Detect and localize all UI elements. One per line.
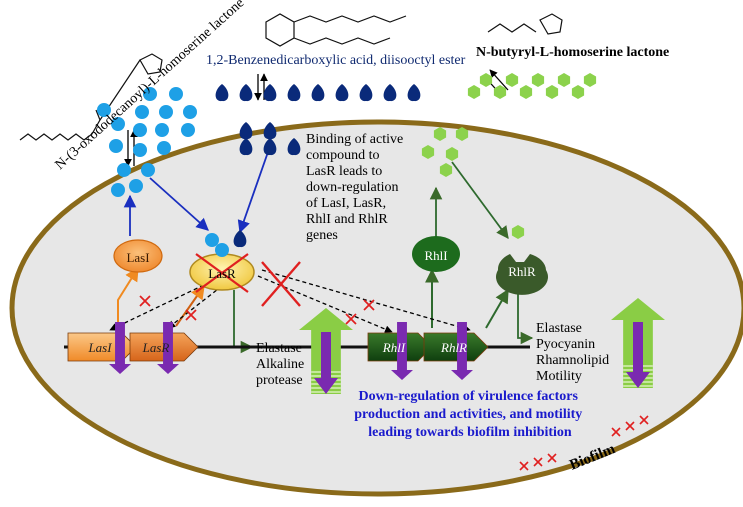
compound-molecule [215,84,229,102]
gene-rhlI-label: RhlI [382,340,406,355]
ohsl-molecule [141,163,155,177]
compound-molecule [287,138,301,156]
ester-structure [265,13,407,47]
bhl-molecule [445,147,459,161]
conclusion-text: Down-regulation of virulence factors pro… [354,389,586,440]
ohsl-molecule [215,243,229,257]
gene-lasR-label: LasR [142,340,170,355]
compound-molecule [383,84,397,102]
ohsl-structure [19,53,163,141]
arrow-bhl-to-rhlR [451,161,509,240]
bhl-molecule [571,85,585,99]
ohsl-molecule [133,143,147,157]
lasR-protein-label: LasR [208,266,236,281]
bhl-molecule [505,73,519,87]
bhl-molecule [455,127,469,141]
rhlI-protein-label: RhlI [424,248,447,263]
arrow-rhlR-gene-to-protein [485,288,509,329]
bhl-molecule [433,127,447,141]
ohsl-molecule [111,117,125,131]
lasI-expression-down-arrow [109,322,131,374]
compound-molecule [407,84,421,102]
lasR-expression-down-arrow [157,322,179,374]
arrow-ohsl-to-lasR [149,177,209,231]
ohsl-molecule [97,103,111,117]
ohsl-molecule [133,123,147,137]
gene-lasI-label: LasI [87,340,112,355]
lasR-protein-cross [195,253,249,293]
ohsl-molecule [205,233,219,247]
lasI-protein-label: LasI [126,250,149,265]
binding-note: Binding of active compound to LasR leads… [306,132,407,243]
bhl-molecule [557,73,571,87]
rhlR-expression-down-arrow [451,322,473,380]
ohsl-molecule [169,87,183,101]
cell-membrane [9,119,743,497]
ohsl-molecule [159,105,173,119]
rhl-virulence-factors: Elastase Pyocyanin Rhamnolipid Motility [536,321,613,384]
bhl-molecule [583,73,597,87]
ohsl-molecule [181,123,195,137]
bhl-molecule [439,163,453,177]
bhl-molecule [467,85,481,99]
las-factor-arrow-decrease [314,332,338,394]
gene-rhlR-label: RhlR [440,340,467,355]
ohsl-molecule [135,105,149,119]
lasI-protein [113,239,163,273]
arrow-compound-to-lasR [237,151,269,234]
ohsl-molecule [111,183,125,197]
compound-molecule [311,84,325,102]
compound-molecule [359,84,373,102]
compound-molecule [239,122,253,140]
compound-molecule [239,84,253,102]
bhl-structure [487,13,563,35]
compound-molecule [263,122,277,140]
ohsl-molecule [155,123,169,137]
compound-molecule [335,84,349,102]
ohsl-molecule [183,105,197,119]
rhlI-expression-down-arrow [391,322,413,380]
rhlR-protein-label: RhlR [508,264,536,279]
compound-molecule [287,84,301,102]
las-virulence-factors: Elastase Alkaline protease [256,341,308,388]
bhl-molecule [545,85,559,99]
compound-molecule [263,138,277,156]
arrow-lasR-gene-to-protein [175,284,205,327]
arrow-lasI-gene-to-protein [117,266,139,328]
inhibition-marks [139,295,375,325]
bhl-molecule [531,73,545,87]
rhlR-protein [496,254,548,295]
compound-molecule [239,138,253,156]
lasR-inhibition-cross [261,261,301,307]
ohsl-molecule [129,179,143,193]
bhl-label: N-butyryl-L-homoserine lactone [476,45,669,60]
rhlI-protein [412,236,460,272]
biofilm-inhibition-marks [519,415,649,471]
compound-molecule [233,230,247,248]
bhl-molecule [511,225,525,239]
ohsl-molecule [157,141,171,155]
compound-label: 1,2-Benzenedicarboxylic acid, diisooctyl… [206,53,466,68]
bhl-molecule [479,73,493,87]
arrow-rhlR-to-rhl-factors [517,286,534,345]
ohsl-molecule [143,87,157,101]
bhl-molecule [493,85,507,99]
ohsl-molecule [109,139,123,153]
compound-molecule [263,84,277,102]
bhl-molecule [519,85,533,99]
bhl-molecule [421,145,435,159]
ohsl-molecule [117,163,131,177]
rhl-factor-arrow-decrease [626,322,650,388]
